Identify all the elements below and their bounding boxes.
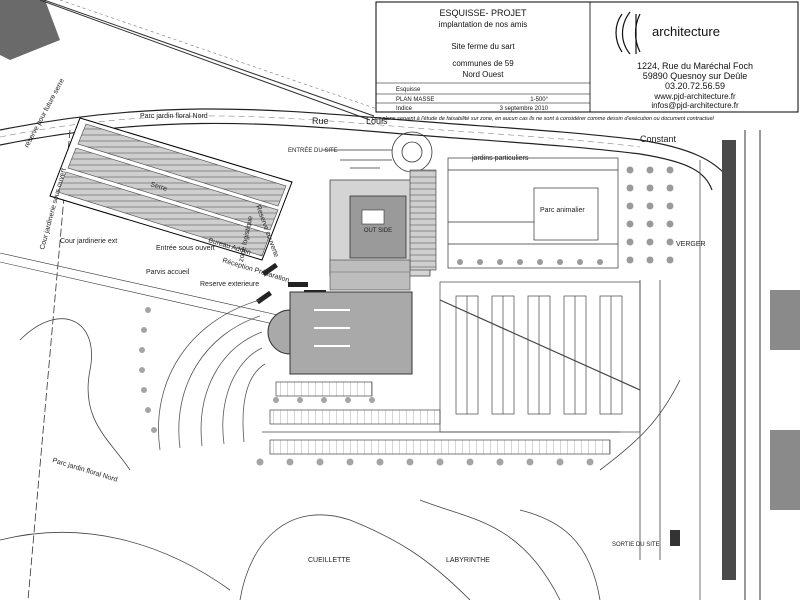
serre-label: Serre xyxy=(149,181,168,193)
indice-label: Indice xyxy=(396,106,413,112)
jardins-label: jardins particuliers xyxy=(471,155,529,162)
parc-animalier-label: Parc animalier xyxy=(540,207,585,214)
parvis-label: Parvis accueil xyxy=(146,269,190,276)
greenhouse-serre: Serre xyxy=(49,117,293,261)
parc-nord-top-label: Parc jardin floral Nord xyxy=(140,113,208,120)
parking-bottom xyxy=(262,381,620,455)
firm-logo xyxy=(615,11,641,55)
street-rue-louis-constant xyxy=(0,108,731,191)
labyrinthe-label: LABYRINTHE xyxy=(446,557,490,564)
phase-label: Esquisse xyxy=(396,87,421,93)
site-marker xyxy=(670,530,680,546)
cour-ext-label: Cour jardinerie ext xyxy=(60,238,117,245)
entree-site-label: ENTRÉE DU SITE xyxy=(288,147,338,154)
title-block: ESQUISSE- PROJET implantation de nos ami… xyxy=(375,1,799,113)
firm-email: infos@pjd-architecture.fr xyxy=(651,101,739,110)
parc-nord-bottom-label: Parc jardin floral Nord xyxy=(51,457,118,484)
disclaimer-text: Les plans servent à l'étude de faisabili… xyxy=(372,116,715,122)
curved-tree-row xyxy=(139,307,157,433)
curved-parking xyxy=(158,299,266,451)
street-name-constant: Constant xyxy=(640,134,677,144)
firm-phone: 03.20.72.56.59 xyxy=(665,81,725,91)
landscape-paths xyxy=(0,280,681,600)
sortie-site-label: SORTIE DU SITE xyxy=(612,542,660,548)
parking-right xyxy=(439,281,641,433)
plan-scale: 1-500° xyxy=(530,97,548,103)
reserve-ext-label: Reserve exterieure xyxy=(200,281,259,288)
firm-address1: 1224, Rue du Maréchal Foch xyxy=(637,61,753,71)
project-title: ESQUISSE- PROJET xyxy=(439,8,527,18)
firm-address2: 59890 Quesnoy sur Deûle xyxy=(643,71,748,81)
firm-web: www.pjd-architecture.fr xyxy=(653,92,736,101)
entrance-roundabout xyxy=(322,131,433,173)
firm-name: architecture xyxy=(652,24,720,39)
jardins-particuliers xyxy=(447,157,619,269)
railway-right xyxy=(699,130,800,600)
building-label: OUT SIDE xyxy=(364,228,392,234)
reserve-serre-label: réserve pour future serre xyxy=(24,78,66,149)
plan-type: PLAN MASSE xyxy=(396,97,434,103)
entree-label: Entrée sous ouvert xyxy=(156,245,215,252)
verger-orchard xyxy=(457,166,674,265)
tree-rows xyxy=(256,397,594,466)
main-building: OUT SIDE xyxy=(267,169,437,375)
verger-label: VERGER xyxy=(676,241,706,248)
commune-line2: Nord Ouest xyxy=(463,70,505,79)
commune-line1: communes de 59 xyxy=(452,59,514,68)
plan-date: 3 septembre 2010 xyxy=(500,106,549,112)
street-name-rue: Rue xyxy=(312,116,329,126)
street-name-louis: Louis xyxy=(366,116,388,126)
site-name: Site ferme du sart xyxy=(451,42,515,51)
railway-top-left xyxy=(0,0,381,121)
project-subtitle: implantation de nos amis xyxy=(439,20,528,29)
cueillette-label: CUEILLETTE xyxy=(308,557,351,564)
